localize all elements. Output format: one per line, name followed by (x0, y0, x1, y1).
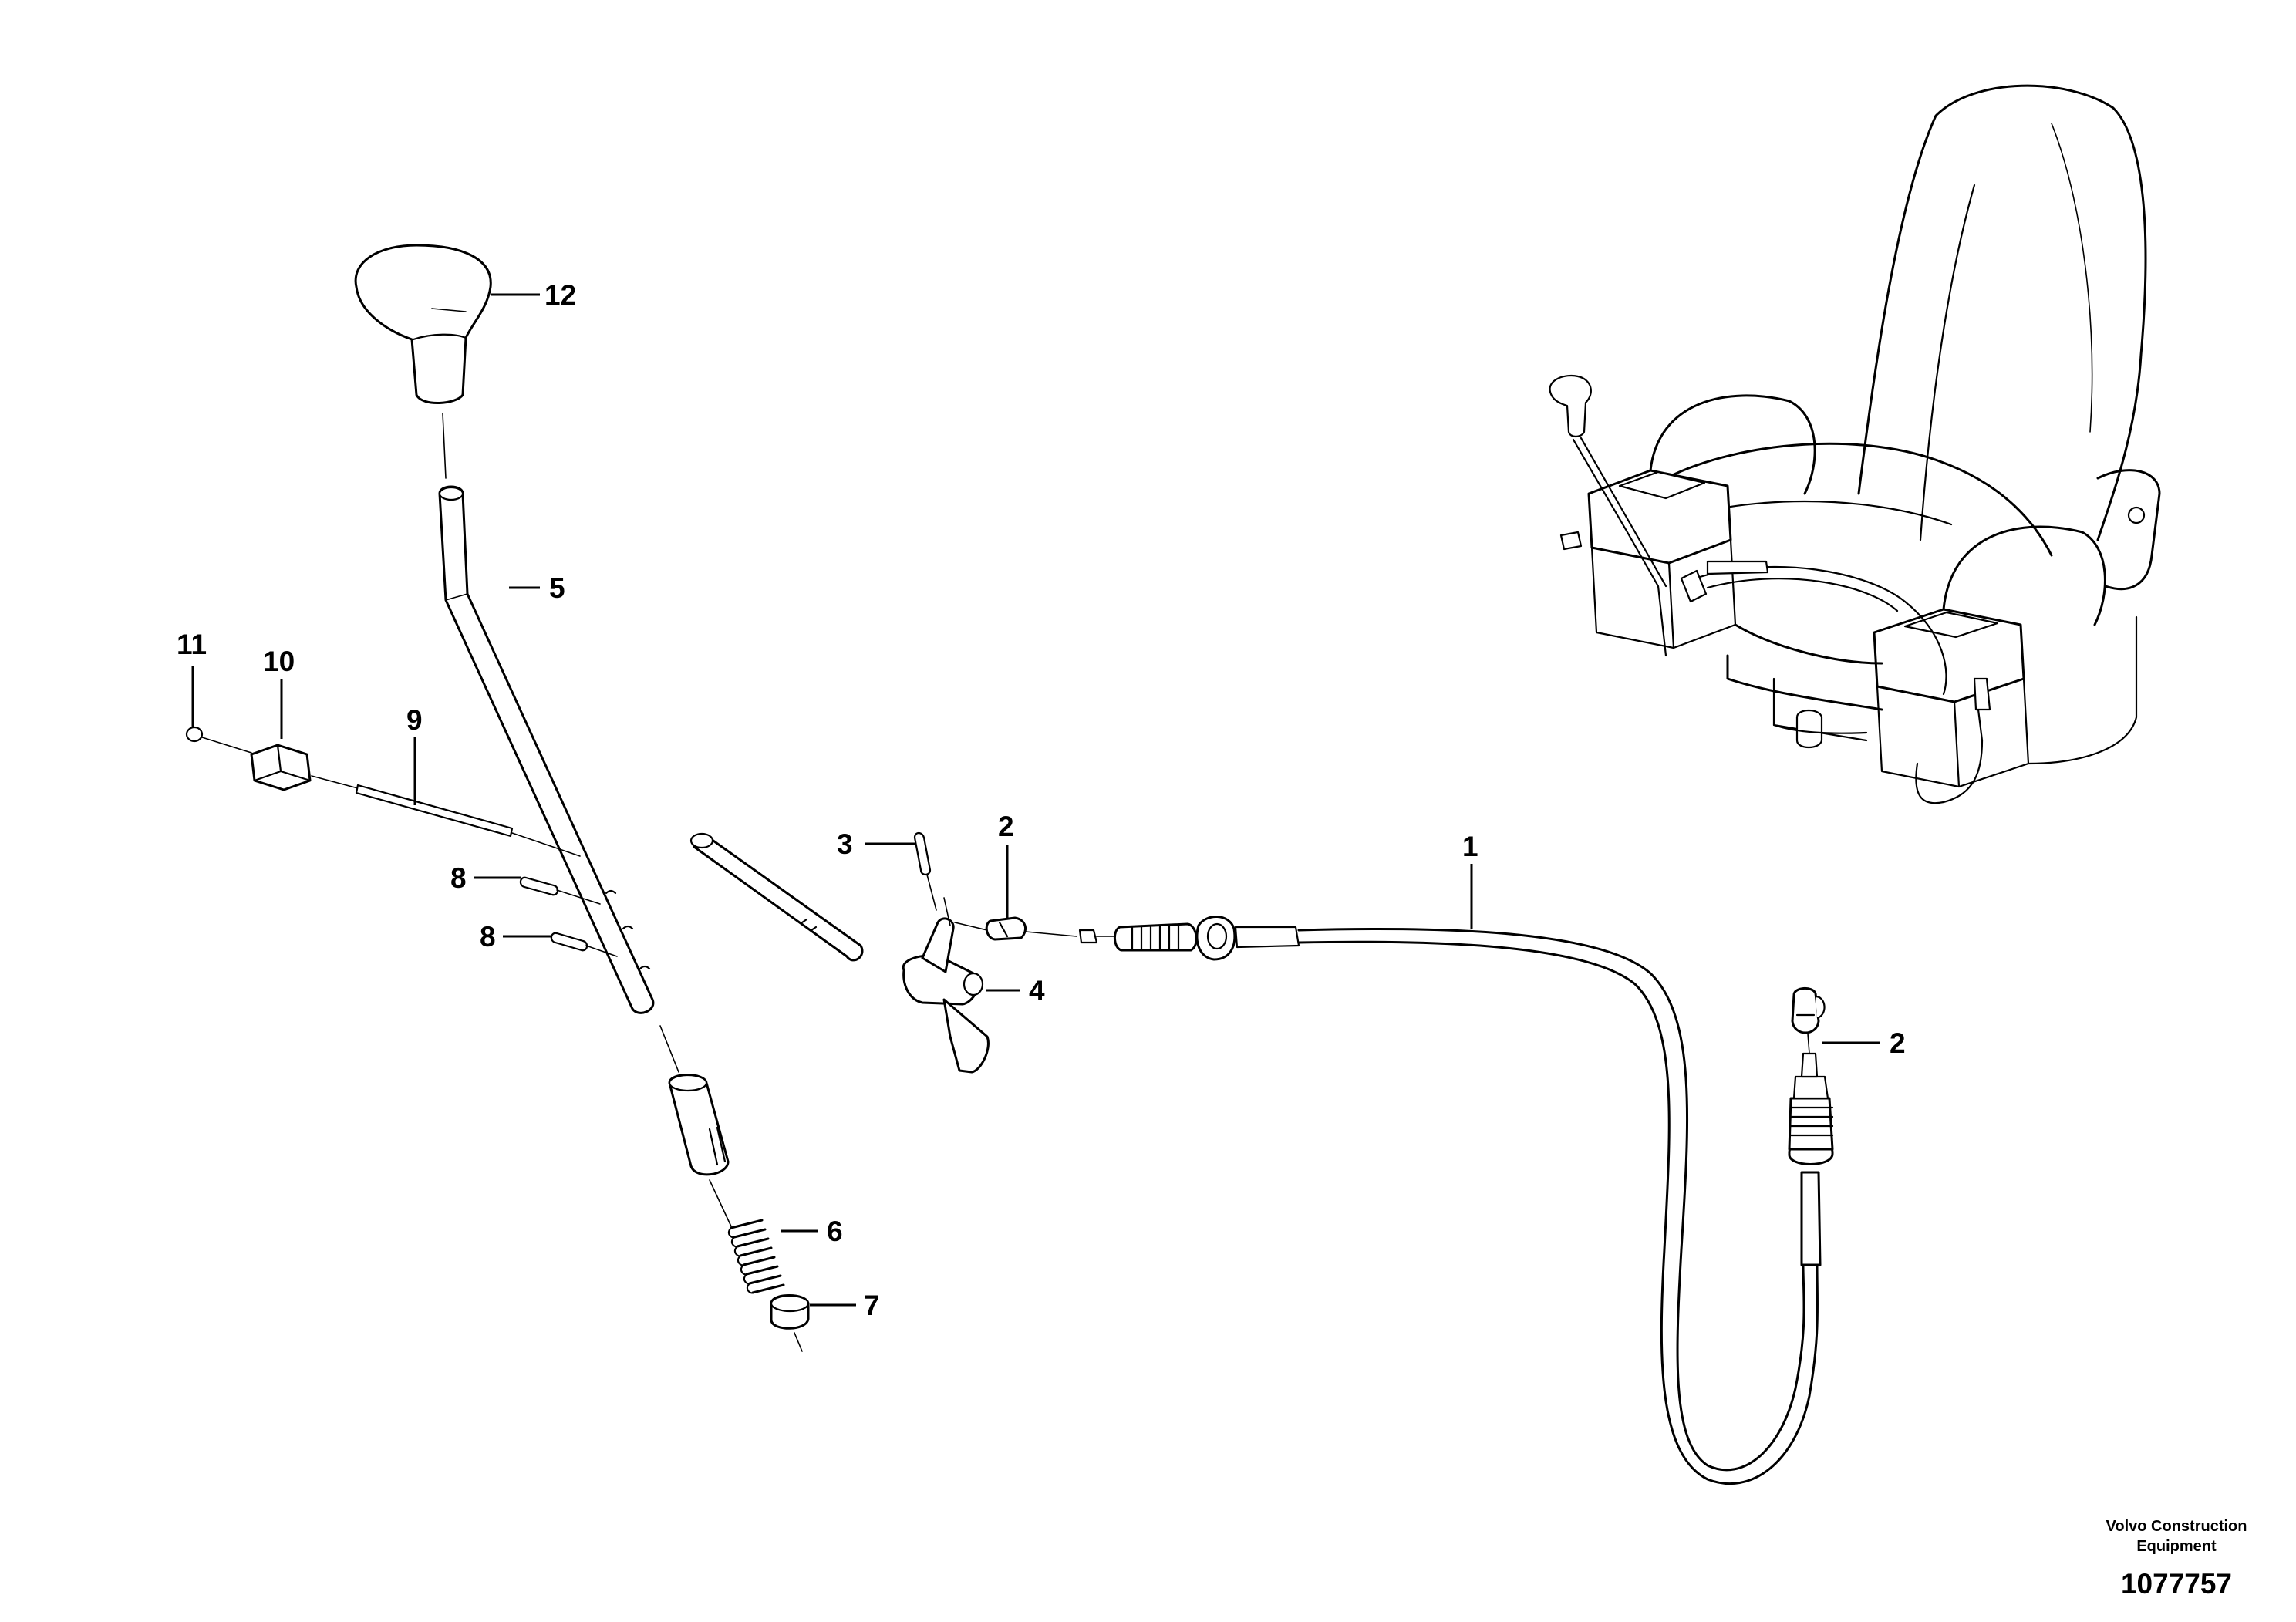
leader-lines (191, 293, 1880, 1307)
pin-upper (519, 876, 601, 905)
gear-lever-knob (354, 244, 492, 405)
pivot-housing (902, 897, 990, 1074)
operator-seat-illustration (1549, 84, 2161, 804)
lever-rod (438, 413, 655, 1014)
callout-8-lower: 8 (480, 921, 496, 953)
company-name-line2: Equipment (2136, 1538, 2217, 1555)
bushing (770, 1294, 810, 1352)
callout-10: 10 (263, 646, 295, 677)
callout-4: 4 (1029, 975, 1045, 1007)
cable-clevis-upper (954, 916, 1027, 941)
callout-5: 5 (549, 572, 565, 604)
callout-9: 9 (406, 704, 423, 736)
pin-lower (550, 932, 618, 957)
callout-2-upper: 2 (998, 811, 1014, 842)
wire (311, 775, 581, 857)
callout-1: 1 (1462, 831, 1478, 862)
callout-8-upper: 8 (450, 862, 467, 894)
callout-12: 12 (544, 279, 576, 311)
screw (185, 726, 204, 743)
drawing-number: 1077757 (2121, 1568, 2232, 1600)
switch-body (201, 737, 312, 791)
cable-clevis-lower (1791, 987, 1826, 1034)
pivot-shaft (689, 832, 864, 962)
callout-11: 11 (177, 629, 207, 660)
lever-sleeve (659, 1025, 730, 1176)
callout-2-lower: 2 (1890, 1027, 1906, 1059)
callout-6: 6 (827, 1216, 843, 1247)
roll-pin (913, 831, 937, 911)
company-name-line1: Volvo Construction (2106, 1518, 2247, 1535)
control-cable (1025, 916, 1834, 1485)
spring (709, 1179, 785, 1294)
callout-7: 7 (864, 1290, 880, 1321)
callout-3: 3 (837, 828, 853, 860)
